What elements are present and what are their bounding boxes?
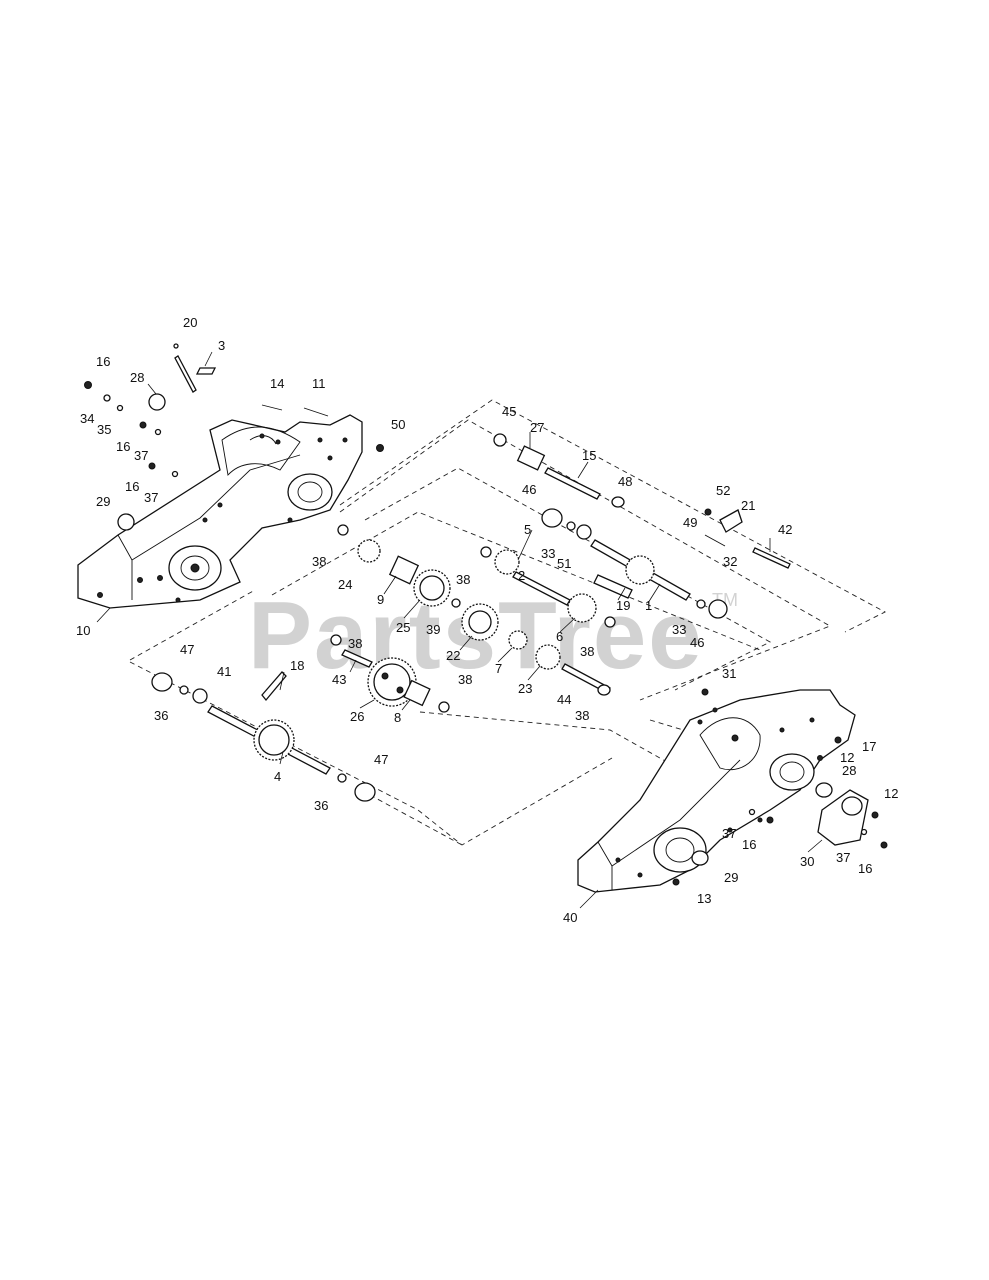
- callout-37: 37: [134, 448, 148, 463]
- callout-3: 3: [218, 338, 225, 353]
- callout-46: 46: [690, 635, 704, 650]
- callout-13: 13: [697, 891, 711, 906]
- callout-37: 37: [144, 490, 158, 505]
- callout-28: 28: [842, 763, 856, 778]
- callout-43: 43: [332, 672, 346, 687]
- callout-24: 24: [338, 577, 352, 592]
- callout-28: 28: [130, 370, 144, 385]
- callout-37: 37: [836, 850, 850, 865]
- callout-7: 7: [495, 661, 502, 676]
- callout-23: 23: [518, 681, 532, 696]
- bearings-and-washers: [117, 393, 833, 866]
- callout-1: 1: [645, 598, 652, 613]
- callout-2: 2: [518, 568, 525, 583]
- callout-38: 38: [575, 708, 589, 723]
- callout-4: 4: [274, 769, 281, 784]
- small-hardware: [84, 343, 888, 886]
- callout-36: 36: [154, 708, 168, 723]
- callout-50: 50: [391, 417, 405, 432]
- callout-29: 29: [96, 494, 110, 509]
- callout-16: 16: [742, 837, 756, 852]
- callout-22: 22: [446, 648, 460, 663]
- callout-38: 38: [312, 554, 326, 569]
- right-housing-part-40: [577, 689, 856, 893]
- callout-31: 31: [722, 666, 736, 681]
- callout-26: 26: [350, 709, 364, 724]
- callout-14: 14: [270, 376, 284, 391]
- callout-41: 41: [217, 664, 231, 679]
- callout-16: 16: [116, 439, 130, 454]
- callout-51: 51: [557, 556, 571, 571]
- callout-21: 21: [741, 498, 755, 513]
- callout-40: 40: [563, 910, 577, 925]
- callout-16: 16: [858, 861, 872, 876]
- callout-49: 49: [683, 515, 697, 530]
- callout-20: 20: [183, 315, 197, 330]
- callout-36: 36: [314, 798, 328, 813]
- watermark: PartsTree TM: [248, 582, 738, 689]
- callout-35: 35: [97, 422, 111, 437]
- callout-18: 18: [290, 658, 304, 673]
- callout-27: 27: [530, 420, 544, 435]
- callout-47: 47: [374, 752, 388, 767]
- callout-38: 38: [458, 672, 472, 687]
- callout-17: 17: [862, 739, 876, 754]
- gears-and-sprockets: [253, 445, 655, 761]
- callout-19: 19: [616, 598, 630, 613]
- callout-12: 12: [840, 750, 854, 765]
- callout-16: 16: [96, 354, 110, 369]
- callout-42: 42: [778, 522, 792, 537]
- cover-plate-part-30: [817, 789, 869, 846]
- callout-32: 32: [723, 554, 737, 569]
- callout-39: 39: [426, 622, 440, 637]
- callout-45: 45: [502, 404, 516, 419]
- callout-10: 10: [76, 623, 90, 638]
- callout-30: 30: [800, 854, 814, 869]
- shafts: [174, 355, 791, 775]
- callout-9: 9: [377, 592, 384, 607]
- callout-38: 38: [348, 636, 362, 651]
- callout-46: 46: [522, 482, 536, 497]
- callout-33: 33: [672, 622, 686, 637]
- callout-15: 15: [582, 448, 596, 463]
- callout-37: 37: [722, 826, 736, 841]
- left-housing-part-10: [77, 414, 363, 609]
- callout-38: 38: [456, 572, 470, 587]
- callout-48: 48: [618, 474, 632, 489]
- leader-lines: [96, 351, 823, 909]
- callout-52: 52: [716, 483, 730, 498]
- callout-12: 12: [884, 786, 898, 801]
- callout-5: 5: [524, 522, 531, 537]
- callout-33: 33: [541, 546, 555, 561]
- callout-6: 6: [556, 629, 563, 644]
- callout-29: 29: [724, 870, 738, 885]
- callout-34: 34: [80, 411, 94, 426]
- callout-8: 8: [394, 710, 401, 725]
- callout-38: 38: [580, 644, 594, 659]
- callout-25: 25: [396, 620, 410, 635]
- callout-16: 16: [125, 479, 139, 494]
- callout-47: 47: [180, 642, 194, 657]
- callout-44: 44: [557, 692, 571, 707]
- callout-11: 11: [312, 376, 326, 391]
- callout-labels: 20 3 16 28 14 11 34 35 16 37 16 37 50 45…: [76, 315, 898, 925]
